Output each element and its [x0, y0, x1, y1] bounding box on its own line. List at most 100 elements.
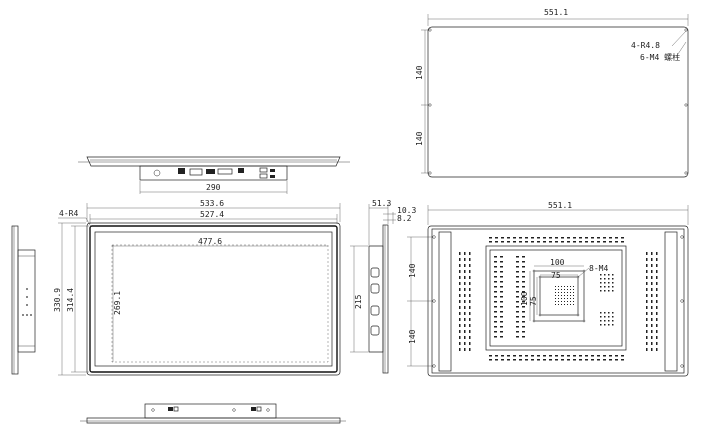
- vent-slot: [656, 282, 658, 285]
- vent-slot: [516, 301, 519, 303]
- vent-slot: [585, 355, 588, 357]
- rear-pitch-lower-label: 140: [408, 329, 417, 344]
- vent-slot: [513, 355, 516, 357]
- vent-slot: [494, 311, 497, 313]
- vesa-100-square: [533, 270, 585, 322]
- vent-slot: [573, 292, 574, 293]
- vent-slot: [612, 316, 614, 318]
- vent-slot: [525, 241, 528, 243]
- vent-slot: [464, 282, 466, 285]
- vent-slot: [513, 241, 516, 243]
- vent-slot: [561, 298, 562, 299]
- stud-hole: [428, 28, 432, 32]
- vent-slot: [646, 258, 648, 261]
- vent-slot: [656, 294, 658, 297]
- stud-hole: [684, 171, 688, 175]
- vent-slot: [646, 288, 648, 291]
- vent-slot: [573, 298, 574, 299]
- vent-slot: [567, 301, 568, 302]
- vent-slot: [612, 282, 614, 284]
- vent-slot: [459, 258, 461, 261]
- rear-bracket-left: [438, 231, 452, 372]
- vent-slot: [494, 291, 497, 293]
- vesa-100-v-label: 100: [520, 291, 529, 306]
- vent-slot: [646, 264, 648, 267]
- corner-radius-label: 4-R4.8: [631, 41, 660, 50]
- vent-slot: [516, 266, 519, 268]
- top-rear-box: [139, 165, 288, 181]
- vent-slot: [603, 241, 606, 243]
- vent-slot: [646, 324, 648, 327]
- vent-slot: [646, 348, 648, 351]
- vent-slot: [567, 292, 568, 293]
- vent-slot: [500, 321, 503, 323]
- vent-slot: [608, 312, 610, 314]
- front-view: 533.6 527.4 477.6 4-R4 330.9 314.4 269.1: [53, 199, 341, 376]
- vent-slot: [522, 281, 525, 283]
- vent-slot: [469, 288, 471, 291]
- vent-slot: [651, 300, 653, 303]
- vent-slot: [522, 311, 525, 313]
- vent-slot: [651, 306, 653, 309]
- vent-slot: [558, 292, 559, 293]
- front-glass: [94, 231, 333, 367]
- vent-slot: [522, 321, 525, 323]
- vent-slot: [519, 359, 522, 361]
- vent-slot: [469, 258, 471, 261]
- vent-slot: [621, 359, 624, 361]
- vent-slot: [600, 282, 602, 284]
- vent-slot: [585, 237, 588, 239]
- vent-slot: [500, 271, 503, 273]
- vent-slot: [561, 289, 562, 290]
- vent-slot: [494, 266, 497, 268]
- vesa-75-square: [539, 276, 579, 316]
- vent-slot: [651, 276, 653, 279]
- vent-slot: [651, 294, 653, 297]
- vent-slot: [555, 355, 558, 357]
- vent-slot: [561, 304, 562, 305]
- vent-slot: [612, 324, 614, 326]
- vent-slot: [608, 324, 610, 326]
- vent-slot: [612, 278, 614, 280]
- vent-slot: [608, 320, 610, 322]
- vent-slot: [604, 274, 606, 276]
- vent-slot: [549, 355, 552, 357]
- vent-slot: [459, 300, 461, 303]
- vent-slot: [555, 237, 558, 239]
- vent-slot: [591, 359, 594, 361]
- vent-slot: [459, 324, 461, 327]
- vent-slot: [464, 270, 466, 273]
- vent-slot: [656, 264, 658, 267]
- vent-slot: [656, 342, 658, 345]
- vent-slot: [646, 312, 648, 315]
- vesa-screw-label: 8-M4: [589, 264, 608, 273]
- back-plate-view: 551.1 140 140 4-R4.8 6-M4 螺柱: [415, 8, 689, 178]
- vent-slot: [567, 289, 568, 290]
- vent-slot: [464, 312, 466, 315]
- vent-slot: [604, 324, 606, 326]
- vent-slot: [489, 355, 492, 357]
- vent-slot: [516, 331, 519, 333]
- vent-slot: [570, 289, 571, 290]
- vent-slot: [603, 237, 606, 239]
- vent-slot: [656, 288, 658, 291]
- vent-slot: [651, 270, 653, 273]
- vent-slot: [646, 336, 648, 339]
- bottom-rear-box: [144, 403, 277, 419]
- vent-slot: [522, 261, 525, 263]
- vent-slot: [604, 320, 606, 322]
- vent-slot: [656, 270, 658, 273]
- vent-slot: [597, 241, 600, 243]
- vent-slot: [522, 316, 525, 318]
- vent-slot: [621, 355, 624, 357]
- vent-slot: [656, 258, 658, 261]
- vent-slot: [516, 281, 519, 283]
- vent-slot: [531, 241, 534, 243]
- vent-slot: [494, 321, 497, 323]
- vent-slot: [646, 330, 648, 333]
- pitch-upper-label: 140: [415, 65, 424, 80]
- vent-slot: [522, 301, 525, 303]
- vent-slot: [543, 241, 546, 243]
- vent-slot: [501, 237, 504, 239]
